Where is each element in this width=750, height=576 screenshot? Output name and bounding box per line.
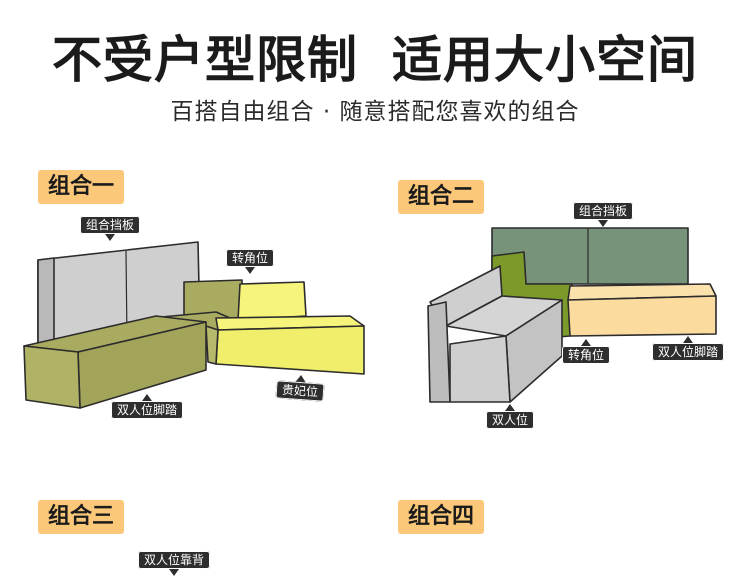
combo-2-sofa-illustration bbox=[427, 227, 717, 403]
combo-2-footrest-front bbox=[567, 295, 717, 337]
combo-1-callout-backboard: 组合挡板 bbox=[80, 216, 141, 241]
combo-4-tag: 组合四 bbox=[398, 500, 485, 534]
combo-1-tag: 组合一 bbox=[38, 170, 125, 204]
combo-3-callout-back: 双人位靠背 bbox=[138, 551, 211, 576]
combo-1-backboard-side bbox=[37, 257, 55, 351]
combo-1-sofa-illustration bbox=[23, 241, 365, 409]
combo-1-chaise-back bbox=[237, 281, 307, 321]
combo-1-chaise-front bbox=[215, 325, 365, 375]
combo-2-loveseat-side bbox=[427, 301, 451, 403]
combo-2-callout-footrest: 双人位脚踏 bbox=[652, 336, 725, 361]
combo-2-loveseat-front bbox=[449, 335, 511, 403]
page-headline: 不受户型限制适用大小空间 bbox=[0, 20, 750, 92]
combo-2-callout-loveseat: 双人位 bbox=[486, 404, 535, 429]
headline-part-1: 不受户型限制 bbox=[52, 31, 358, 89]
combo-1-footrest-side bbox=[23, 345, 81, 409]
combo-1-callout-corner: 转角位 bbox=[226, 249, 275, 274]
combo-2-callout-corner: 转角位 bbox=[562, 339, 611, 364]
combo-3-tag: 组合三 bbox=[38, 500, 125, 534]
combo-1-callout-footrest: 双人位脚踏 bbox=[111, 394, 184, 419]
combo-2-tag: 组合二 bbox=[398, 180, 485, 214]
combo-1-callout-chaise: 贵妃位 bbox=[275, 380, 325, 402]
combo-2-callout-backboard: 组合挡板 bbox=[573, 202, 634, 227]
combo-1-chaise-side bbox=[205, 325, 219, 365]
page-subtitle: 百搭自由组合 · 随意搭配您喜欢的组合 bbox=[170, 99, 580, 125]
headline-part-2: 适用大小空间 bbox=[392, 31, 698, 89]
